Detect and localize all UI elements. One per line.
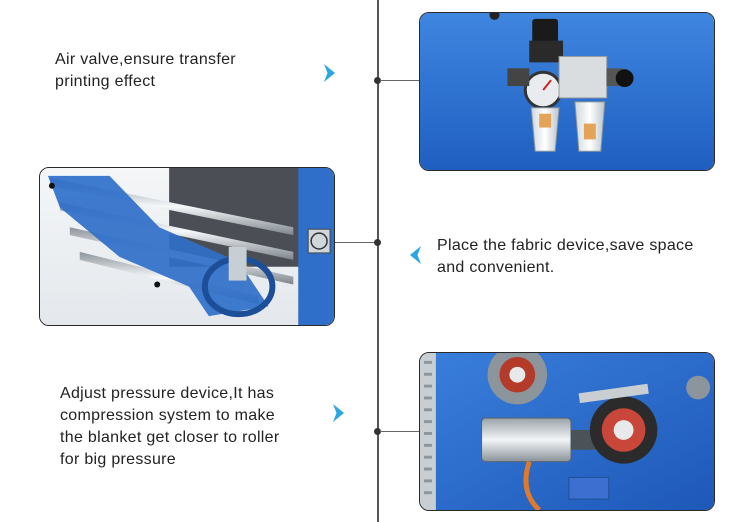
fabric-device-photo	[39, 167, 335, 326]
feature-3-line-3: the blanket get closer to roller	[60, 429, 280, 446]
feature-1-caption: Air valve,ensure transfer printing effec…	[55, 49, 236, 93]
feature-3-line-2: compression system to make	[60, 407, 275, 424]
timeline-line	[377, 0, 379, 522]
chevron-right-icon	[324, 64, 335, 82]
pressure-device-photo	[419, 352, 715, 511]
connector-1	[380, 80, 420, 81]
feature-3-line-1: Adjust pressure device,It has	[60, 385, 275, 402]
timeline-dot-3	[374, 428, 381, 435]
timeline-dot-1	[374, 77, 381, 84]
chevron-right-icon	[333, 404, 344, 422]
connector-3	[380, 431, 420, 432]
feature-1-line-1: Air valve,ensure transfer	[55, 51, 236, 68]
connector-2	[335, 242, 375, 243]
timeline-dot-2	[374, 239, 381, 246]
feature-2-line-1: Place the fabric device,save space	[437, 237, 694, 254]
feature-2-caption: Place the fabric device,save space and c…	[437, 235, 694, 279]
chevron-left-icon	[410, 246, 421, 264]
feature-3-caption: Adjust pressure device,It has compressio…	[60, 383, 280, 471]
air-valve-photo	[419, 12, 715, 171]
feature-2-line-2: and convenient.	[437, 259, 555, 276]
feature-3-line-4: for big pressure	[60, 451, 176, 468]
feature-1-line-2: printing effect	[55, 73, 156, 90]
